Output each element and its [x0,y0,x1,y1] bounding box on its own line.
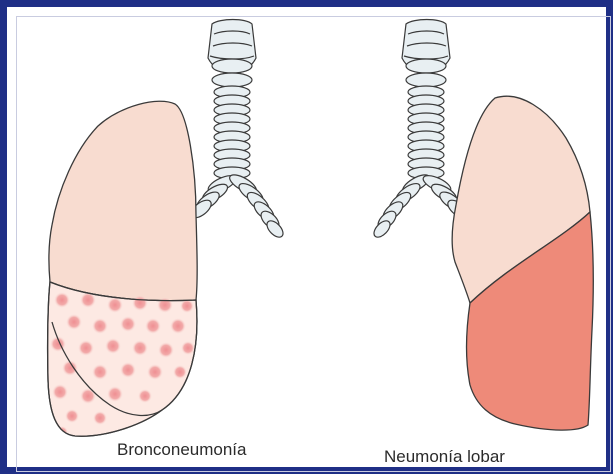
caption-lobar-pneumonia: Neumonía lobar [384,447,505,467]
left-upper-lobe [49,101,197,300]
right-lung-lobar-pneumonia [452,96,593,430]
right-side-left-bronchus [371,171,432,240]
right-trachea-rings [408,86,444,179]
left-lung-bronchopneumonia [48,101,198,438]
caption-bronchopneumonia: Bronconeumonía [117,440,246,460]
left-trachea-rings [214,86,250,179]
left-airway [188,20,286,241]
right-main-bronchus [227,171,286,240]
